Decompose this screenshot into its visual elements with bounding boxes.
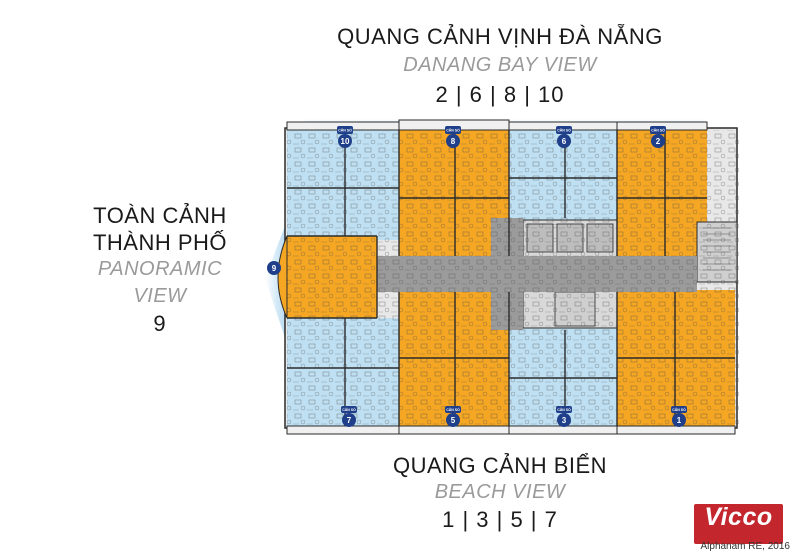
badge-5-tag: CĂN SỐ	[446, 407, 460, 412]
danang-bay-view-en: DANANG BAY VIEW	[403, 54, 597, 76]
beach-view-vn: QUANG CẢNH BIỂN	[392, 453, 608, 478]
floor-plan: CĂN SỐ 10 CĂN SỐ 8 CĂN SỐ 6 CĂN SỐ 2 9 7…	[265, 118, 739, 435]
panoramic-view-en-line2: VIEW	[133, 285, 187, 307]
credit-text: Alphanam RE, 2016	[700, 541, 790, 552]
badge-6-tag: CĂN SỐ	[557, 128, 571, 133]
badge-10: CĂN SỐ 10	[337, 126, 353, 148]
badge-10-tag: CĂN SỐ	[338, 128, 352, 133]
badge-8-number: 8	[451, 137, 456, 146]
badge-5-number: 5	[451, 416, 456, 425]
badge-7-number: 7	[347, 416, 352, 425]
badge-1-number: 1	[677, 416, 682, 425]
badge-1: 1 CĂN SỐ	[671, 406, 687, 427]
danang-bay-view-label: QUANG CẢNH VỊNH ĐÀ NẴNG DANANG BAY VIEW …	[300, 22, 700, 109]
badge-6-number: 6	[562, 137, 567, 146]
badge-7-tag: CĂN SỐ	[342, 407, 356, 412]
badge-2-tag: CĂN SỐ	[651, 128, 665, 133]
badge-8-tag: CĂN SỐ	[446, 128, 460, 133]
badge-5: 5 CĂN SỐ	[445, 406, 461, 427]
panoramic-view-vn-line1: TOÀN CẢNH	[93, 203, 227, 228]
vicco-logo-text: Vicco	[704, 503, 773, 531]
badge-2: CĂN SỐ 2	[650, 126, 666, 148]
badge-6: CĂN SỐ 6	[556, 126, 572, 148]
badge-8: CĂN SỐ 8	[445, 126, 461, 148]
badge-3-tag: CĂN SỐ	[557, 407, 571, 412]
furniture-overlay	[287, 130, 739, 426]
panoramic-view-en-line1: PANORAMIC	[97, 258, 223, 280]
badge-2-number: 2	[656, 137, 661, 146]
badge-3: 3 CĂN SỐ	[556, 406, 572, 427]
danang-bay-view-vn: QUANG CẢNH VỊNH ĐÀ NẴNG	[337, 24, 663, 49]
panoramic-view-units: 9	[153, 311, 167, 336]
panoramic-view-label: TOÀN CẢNH THÀNH PHỐ PANORAMIC VIEW 9	[60, 202, 260, 337]
panoramic-view-vn-line2: THÀNH PHỐ	[92, 230, 228, 255]
danang-bay-view-units: 2 | 6 | 8 | 10	[435, 82, 565, 107]
badge-9: 9	[267, 261, 281, 275]
unit-9-bay	[277, 235, 288, 319]
beach-view-units: 1 | 3 | 5 | 7	[442, 507, 558, 532]
panoramic-view-glow	[265, 226, 285, 338]
vicco-logo	[694, 504, 783, 544]
badge-3-number: 3	[562, 416, 567, 425]
badge-1-tag: CĂN SỐ	[672, 407, 686, 412]
badge-9-number: 9	[272, 264, 277, 273]
beach-view-en: BEACH VIEW	[434, 481, 566, 503]
badge-10-number: 10	[341, 137, 350, 146]
beach-view-label: QUANG CẢNH BIỂN BEACH VIEW 1 | 3 | 5 | 7	[300, 452, 700, 533]
badge-7: 7 CĂN SỐ	[341, 406, 357, 427]
